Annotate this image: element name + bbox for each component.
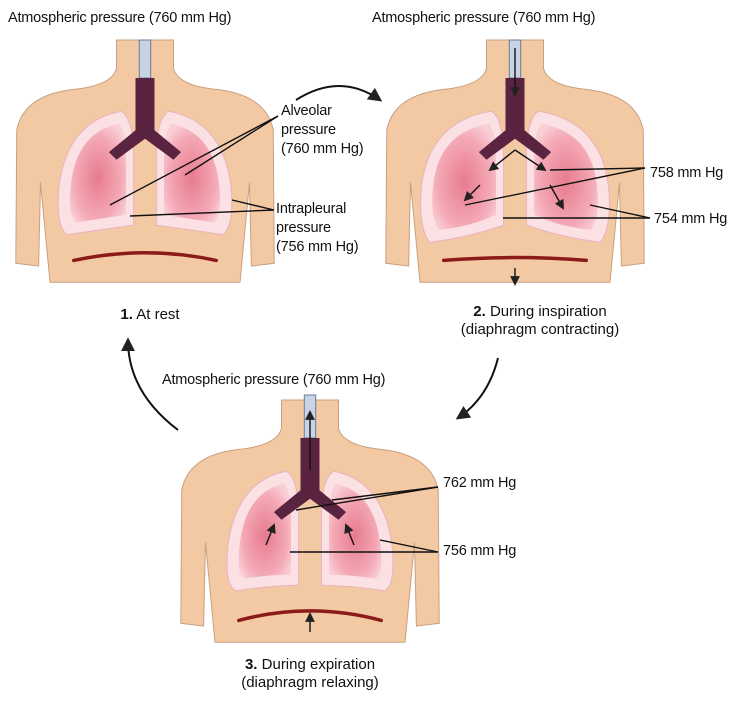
panel1-number: 1. xyxy=(120,306,133,323)
panel2-alveolar-label: 758 mm Hg xyxy=(650,165,723,182)
cycle-arrow-2-to-3 xyxy=(458,358,498,418)
panel1-intrapleural-label-line1: Intrapleural xyxy=(276,201,346,218)
panel1-alveolar-label-line2: pressure xyxy=(281,122,336,139)
panel1-caption-text: At rest xyxy=(136,306,179,323)
panel1-intrapleural-label-line3: (756 mm Hg) xyxy=(276,239,358,256)
panel2-caption-text: During inspiration xyxy=(490,303,607,320)
panel2-intrapleural-label: 754 mm Hg xyxy=(654,211,727,228)
panel3-caption-sub: (diaphragm relaxing) xyxy=(241,674,379,691)
panel1-intrapleural-label-line2: pressure xyxy=(276,220,331,237)
cycle-arrow-1-to-2 xyxy=(296,86,380,100)
panel1-airway xyxy=(139,40,150,78)
panel3-atmospheric-label: Atmospheric pressure (760 mm Hg) xyxy=(162,372,385,389)
panel3-caption-text: During expiration xyxy=(262,656,375,673)
panel2-caption-sub: (diaphragm contracting) xyxy=(461,321,619,338)
panel2-caption: 2. During inspiration (diaphragm contrac… xyxy=(420,303,660,339)
panel3-alveolar-label: 762 mm Hg xyxy=(443,475,516,492)
panel2-atmospheric-label: Atmospheric pressure (760 mm Hg) xyxy=(372,10,595,27)
panel1-alveolar-label-line1: Alveolar xyxy=(281,103,332,120)
panel1-figure xyxy=(16,40,274,282)
panel1-alveolar-label-line3: (760 mm Hg) xyxy=(281,141,363,158)
panel3-number: 3. xyxy=(245,656,258,673)
panel3-caption: 3. During expiration (diaphragm relaxing… xyxy=(200,656,420,692)
panel3-intrapleural-label: 756 mm Hg xyxy=(443,543,516,560)
panel2-number: 2. xyxy=(473,303,486,320)
panel1-caption: 1. At rest xyxy=(100,306,200,324)
panel1-atmospheric-label: Atmospheric pressure (760 mm Hg) xyxy=(8,10,231,27)
